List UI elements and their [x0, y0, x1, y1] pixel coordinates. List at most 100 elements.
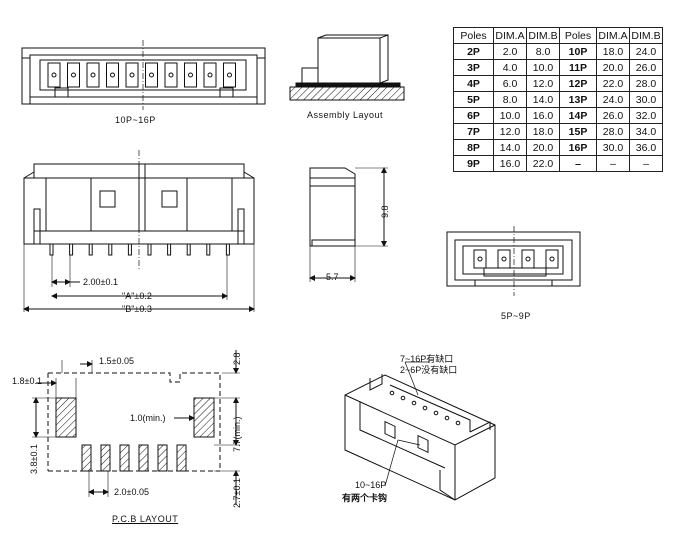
table-header: DIM.A	[596, 27, 630, 44]
pin-slot	[521, 249, 535, 269]
pin-slot	[145, 62, 158, 88]
table-cell: 10P	[559, 43, 597, 60]
pin-dot	[477, 256, 483, 262]
pin-leg	[88, 243, 93, 256]
note-notch-no: 2~6P没有缺口	[400, 365, 458, 375]
table-cell: 32.0	[629, 107, 663, 124]
top-view-5p-9p	[446, 226, 581, 296]
table-cell: 14.0	[526, 91, 560, 108]
table-cell: 14.0	[493, 139, 527, 156]
dim-pcb-bottom: 2.7±0.1	[232, 478, 242, 508]
table-cell: 34.0	[629, 123, 663, 140]
assembly-layout	[289, 34, 405, 101]
pin-slot	[223, 62, 236, 88]
iso-pin	[444, 415, 450, 421]
pin-dot	[207, 72, 213, 78]
table-cell: 20.0	[596, 59, 630, 76]
table-cell: 10.0	[526, 59, 560, 76]
pin-slot	[47, 62, 61, 88]
pcb-pad	[119, 444, 130, 472]
table-header: Poles	[559, 27, 597, 44]
dim-pitch: 2.00±0.1	[83, 277, 118, 287]
pin-slot	[86, 62, 100, 88]
pin-leg	[206, 243, 211, 256]
pin-slot	[164, 62, 178, 88]
pin-slot	[473, 249, 487, 269]
table-cell: 18.0	[596, 43, 630, 60]
dim-pcb-left: 1.8±0.1	[12, 376, 42, 386]
dim-b: "B"±0.3	[122, 304, 152, 314]
pin-slot	[184, 62, 197, 88]
table-cell: 8.0	[493, 91, 527, 108]
table-cell: 36.0	[629, 139, 663, 156]
table-cell: 9P	[453, 155, 494, 172]
table-header: DIM.B	[526, 27, 560, 44]
note-notch-yes: 7~16P有缺口	[400, 354, 454, 364]
table-cell: 2P	[453, 43, 494, 60]
pin-dot	[549, 256, 555, 262]
table-cell: 26.0	[596, 107, 630, 124]
table-cell: 8.0	[526, 43, 560, 60]
pin-leg	[225, 243, 230, 256]
table-cell: 12P	[559, 75, 597, 92]
table-cell: –	[596, 155, 630, 172]
table-header: DIM.B	[629, 27, 663, 44]
pin-leg	[49, 243, 54, 256]
table-cell: 18.0	[526, 123, 560, 140]
dim-height: 9.8	[380, 205, 390, 218]
dim-pcb-right-top: 2.8	[232, 352, 242, 365]
pin-slot	[203, 62, 217, 88]
pcb-pad	[176, 444, 187, 472]
note-latch-range: 10~16P	[355, 480, 387, 490]
pin-slot	[545, 249, 559, 269]
pin-dot	[227, 72, 232, 78]
pin-leg	[167, 243, 172, 256]
table-cell: 15P	[559, 123, 597, 140]
table-cell: 30.0	[596, 139, 630, 156]
pin-dot	[110, 72, 115, 78]
dim-depth: 5.7	[326, 272, 339, 282]
table-cell: 13P	[559, 91, 597, 108]
iso-pin	[411, 400, 417, 406]
pin-dot	[149, 72, 154, 78]
table-header: DIM.A	[493, 27, 527, 44]
dim-pcb-pitch: 2.0±0.05	[114, 487, 149, 497]
pin-dot	[501, 256, 507, 262]
pin-dot	[51, 72, 57, 78]
dim-pcb-top: 1.5±0.05	[99, 356, 134, 366]
table-cell: 28.0	[596, 123, 630, 140]
table-cell: 6P	[453, 107, 494, 124]
table-cell: 7P	[453, 123, 494, 140]
pcb-pad	[138, 444, 149, 472]
table-header: Poles	[453, 27, 494, 44]
table-cell: 22.0	[526, 155, 560, 172]
table-header-row: Poles DIM.A DIM.B Poles DIM.A DIM.B	[453, 27, 663, 44]
dim-pcb-height: 3.8±0.1	[29, 444, 39, 474]
table-cell: 4P	[453, 75, 494, 92]
table-cell: 16P	[559, 139, 597, 156]
table-cell: 12.0	[493, 123, 527, 140]
pin-dot	[188, 72, 193, 78]
pin-leg	[186, 243, 191, 256]
table-cell: 16.0	[493, 155, 527, 172]
table-cell: 24.0	[629, 43, 663, 60]
table-cell: 8P	[453, 139, 494, 156]
pin-leg	[147, 243, 152, 256]
table-cell: 12.0	[526, 75, 560, 92]
isometric-view	[344, 361, 496, 501]
top-view-10p-16p	[21, 40, 266, 110]
pin-dot	[168, 72, 174, 78]
note-latch: 有两个卡钩	[342, 493, 388, 503]
pin-dot	[525, 256, 531, 262]
table-cell: 16.0	[526, 107, 560, 124]
table-cell: –	[629, 155, 663, 172]
table-cell: 14P	[559, 107, 597, 124]
table-cell: 2.0	[493, 43, 527, 60]
